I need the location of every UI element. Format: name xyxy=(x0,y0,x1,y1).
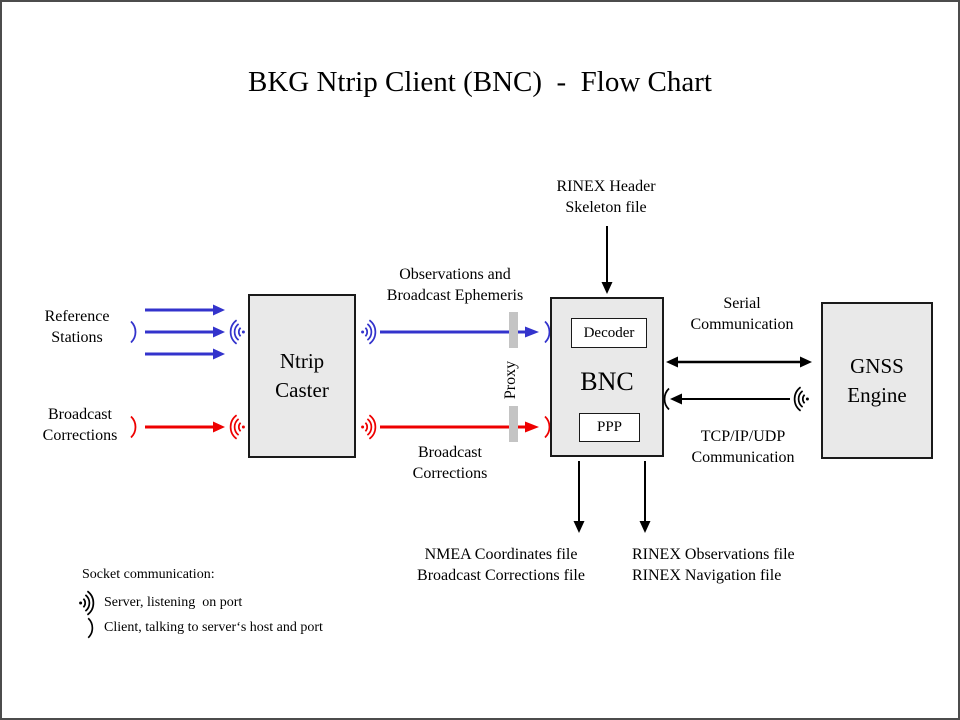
broadcast-corrections-input-line1: Broadcast xyxy=(48,406,112,423)
rinex-output-label: RINEX Observations file RINEX Navigation… xyxy=(632,544,852,586)
nmea-output-line2: Broadcast Corrections file xyxy=(417,567,585,584)
tcp-communication-line1: TCP/IP/UDP xyxy=(700,428,786,445)
ntrip-caster-line1: Ntrip xyxy=(279,349,325,373)
proxy-bar-top xyxy=(509,312,518,348)
decoder-box: Decoder xyxy=(571,318,647,348)
legend-server-socket-icon xyxy=(79,590,95,616)
rinex-output-line2: RINEX Navigation file xyxy=(632,567,782,584)
corrections-stream-arrow xyxy=(380,421,539,433)
reference-stations-line2: Stations xyxy=(51,329,103,346)
tcp-communication-line2: Communication xyxy=(691,449,795,466)
rinex-output-arrow xyxy=(639,461,651,533)
gnss-engine-box: GNSS Engine xyxy=(821,302,933,459)
tcp-communication-label: TCP/IP/UDP Communication xyxy=(657,426,829,468)
gnss-server-socket-icon xyxy=(793,386,809,412)
ppp-box: PPP xyxy=(579,413,640,442)
tcp-communication-arrow xyxy=(670,393,790,405)
ntrip-caster-box: Ntrip Caster xyxy=(248,294,356,458)
reference-arrow-3 xyxy=(145,348,225,360)
reference-client-socket-icon xyxy=(130,320,137,344)
reference-stations-line1: Reference xyxy=(44,308,110,325)
gnss-engine-line2: Engine xyxy=(847,382,907,407)
legend-title: Socket communication: xyxy=(82,567,215,582)
observations-ephemeris-line2: Broadcast Ephemeris xyxy=(386,287,524,304)
caster-out-server-socket-icon-blue xyxy=(361,319,377,345)
rinex-header-label: RINEX Header Skeleton file xyxy=(521,176,691,218)
corrections-input-arrow xyxy=(145,421,225,433)
bnc-client-socket-icon-tcp xyxy=(663,387,670,411)
bnc-client-socket-icon-red xyxy=(544,415,551,439)
ppp-label: PPP xyxy=(596,419,623,435)
bnc-client-socket-icon-blue xyxy=(544,320,551,344)
nmea-output-arrow xyxy=(573,461,585,533)
nmea-output-label: NMEA Coordinates file Broadcast Correcti… xyxy=(392,544,610,586)
caster-in-server-socket-icon-blue xyxy=(229,319,245,345)
rinex-header-line1: RINEX Header xyxy=(556,178,656,195)
bnc-label: BNC xyxy=(580,367,634,396)
ntrip-caster-line2: Caster xyxy=(275,378,329,402)
serial-communication-line1: Serial xyxy=(723,295,761,312)
broadcast-corrections-stream-label: Broadcast Corrections xyxy=(370,442,530,484)
rinex-output-line1: RINEX Observations file xyxy=(632,546,795,563)
gnss-engine-line1: GNSS xyxy=(850,353,904,378)
reference-stations-label: Reference Stations xyxy=(22,306,132,348)
legend-client-socket-icon xyxy=(87,617,94,639)
caster-out-server-socket-icon-red xyxy=(361,414,377,440)
serial-communication-line2: Communication xyxy=(690,316,794,333)
legend-client-item: Client, talking to server‘s host and por… xyxy=(104,620,323,635)
nmea-output-line1: NMEA Coordinates file xyxy=(424,546,578,563)
legend-server-item: Server, listening on port xyxy=(104,595,243,610)
broadcast-corrections-input-line2: Corrections xyxy=(42,427,118,444)
corrections-client-socket-icon xyxy=(130,415,137,439)
observations-ephemeris-line1: Observations and xyxy=(399,266,511,283)
bnc-box: Decoder BNC PPP xyxy=(550,297,664,457)
rinex-header-line2: Skeleton file xyxy=(565,199,647,216)
rinex-header-arrow xyxy=(601,226,613,294)
proxy-label: Proxy xyxy=(502,360,519,400)
serial-communication-arrow xyxy=(666,356,812,368)
broadcast-corrections-stream-line2: Corrections xyxy=(412,465,488,482)
page-title: BKG Ntrip Client (BNC) - Flow Chart xyxy=(248,66,712,98)
observations-ephemeris-label: Observations and Broadcast Ephemeris xyxy=(355,264,555,306)
caster-in-server-socket-icon-red xyxy=(229,414,245,440)
observations-stream-arrow xyxy=(380,326,539,338)
reference-arrow-2 xyxy=(145,326,225,338)
serial-communication-label: Serial Communication xyxy=(667,293,817,335)
proxy-bar-bottom xyxy=(509,406,518,442)
broadcast-corrections-stream-line1: Broadcast xyxy=(418,444,482,461)
decoder-label: Decoder xyxy=(583,324,635,341)
broadcast-corrections-input-label: Broadcast Corrections xyxy=(18,404,142,446)
reference-arrow-1 xyxy=(145,304,225,316)
